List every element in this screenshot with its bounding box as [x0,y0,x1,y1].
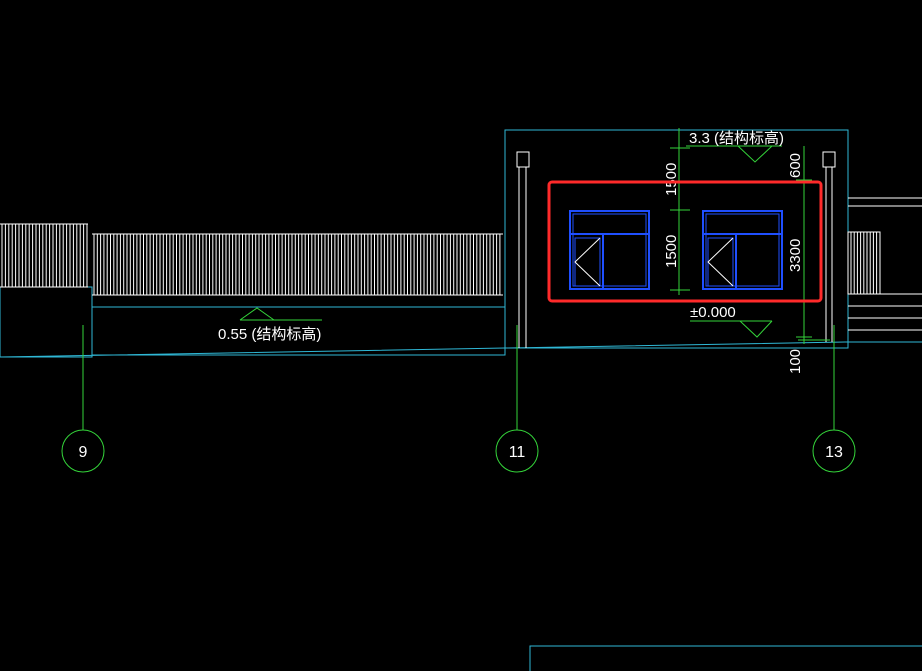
axis-bubble-13[interactable]: 13 [812,429,856,473]
axis-bubble-9[interactable]: 9 [61,429,105,473]
ground-line [0,341,922,358]
column-right [822,151,836,342]
elevation-label-zero: ±0.000 [690,304,736,321]
dim-label-100: 100 [787,349,804,374]
elevation-label-top: 3.3 (结构标高) [689,130,784,147]
fence-railing-left [1,224,88,287]
dim-label-upper-1500: 1500 [663,163,680,196]
fence-wall-base-left [0,286,93,358]
window-left [569,210,650,290]
axis-bubble-11[interactable]: 11 [495,429,539,473]
dimension-lines [670,128,830,344]
adjacent-railing [850,232,878,294]
axis-label-11: 11 [509,444,526,461]
column-left [516,151,530,348]
fence-railing-main [93,234,501,295]
axis-label-9: 9 [79,444,88,461]
window-right [702,210,783,290]
dim-label-lower-1500: 1500 [663,235,680,268]
dim-label-600: 600 [787,153,804,178]
dim-label-3300: 3300 [787,239,804,272]
adjacent-building-right [847,197,922,331]
highlight-selection-box[interactable] [547,180,823,303]
axis-label-13: 13 [825,444,843,461]
elevation-marker-top [737,145,773,163]
elevation-label-fence: 0.55 (结构标高) [218,326,321,343]
elevation-marker-zero [739,320,773,338]
elevation-marker-fence [239,307,275,321]
sheet-frame-corner [529,645,922,671]
